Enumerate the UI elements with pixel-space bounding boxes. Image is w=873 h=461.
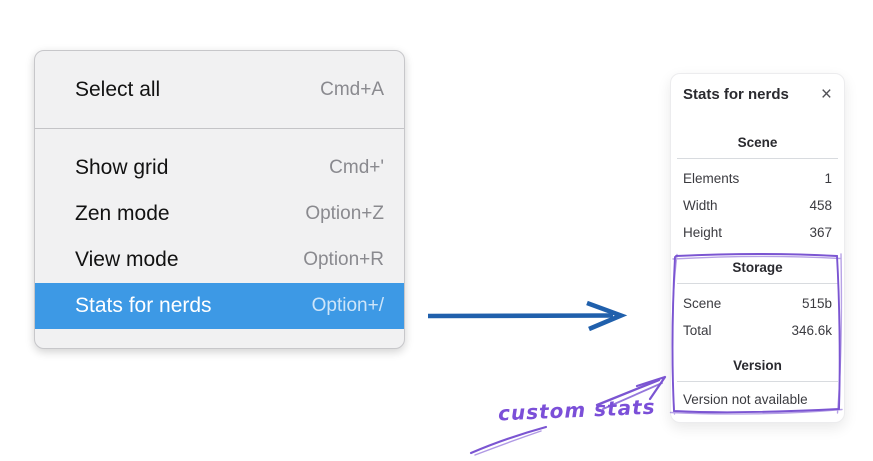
stat-value: 346.6k: [791, 323, 832, 338]
version-note: Version not available: [683, 392, 808, 407]
stat-label: Scene: [683, 296, 722, 311]
menu-item-label: View mode: [75, 248, 179, 271]
stat-row: Scene 515b: [683, 290, 832, 317]
stat-row: Width 458: [683, 192, 832, 219]
stat-value: 458: [809, 198, 832, 213]
menu-item-show-grid[interactable]: Show grid Cmd+': [35, 145, 404, 191]
section-heading-storage: Storage: [732, 260, 783, 275]
stats-panel-header: Stats for nerds ×: [683, 84, 832, 105]
menu-item-shortcut: Option+Z: [305, 203, 384, 224]
section-divider: [677, 283, 838, 284]
stat-label: Elements: [683, 171, 740, 186]
menu-item-shortcut: Cmd+A: [320, 79, 384, 100]
section-heading-version: Version: [733, 358, 782, 373]
menu-item-view-mode[interactable]: View mode Option+R: [35, 237, 404, 283]
stats-panel-title: Stats for nerds: [683, 86, 789, 103]
section-divider: [677, 381, 838, 382]
menu-item-select-all[interactable]: Select all Cmd+A: [35, 67, 404, 113]
stat-label: Total: [683, 323, 712, 338]
menu-item-label: Select all: [75, 78, 161, 101]
stat-label: Width: [683, 198, 718, 213]
stat-label: Height: [683, 225, 723, 240]
menu-item-shortcut: Option+/: [311, 295, 384, 316]
section-heading-scene: Scene: [737, 135, 778, 150]
menu-item-label: Show grid: [75, 156, 169, 179]
menu-item-stats-for-nerds[interactable]: Stats for nerds Option+/: [35, 283, 404, 329]
stat-row: Total 346.6k: [683, 317, 832, 344]
stat-value: 515b: [801, 296, 832, 311]
menu-item-label: Stats for nerds: [75, 294, 212, 317]
pointer-arrow: [427, 300, 628, 332]
annotation-arrow: [595, 375, 667, 410]
stat-value: 1: [824, 171, 832, 186]
menu-item-label: Zen mode: [75, 202, 170, 225]
stat-row: Elements 1: [683, 165, 832, 192]
annotation-flourish: [469, 425, 548, 456]
menu-item-zen-mode[interactable]: Zen mode Option+Z: [35, 191, 404, 237]
menu-divider: [35, 128, 404, 129]
section-divider: [677, 158, 838, 159]
menu-item-shortcut: Cmd+': [329, 157, 384, 178]
annotation-label: custom stats: [497, 394, 656, 426]
stats-panel: Stats for nerds × Scene Elements 1 Width…: [670, 73, 845, 423]
stat-row: Height 367: [683, 219, 832, 246]
close-icon[interactable]: ×: [820, 84, 832, 105]
menu-item-shortcut: Option+R: [303, 249, 384, 270]
stat-value: 367: [809, 225, 832, 240]
context-menu: Select all Cmd+A Show grid Cmd+' Zen mod…: [34, 50, 405, 349]
